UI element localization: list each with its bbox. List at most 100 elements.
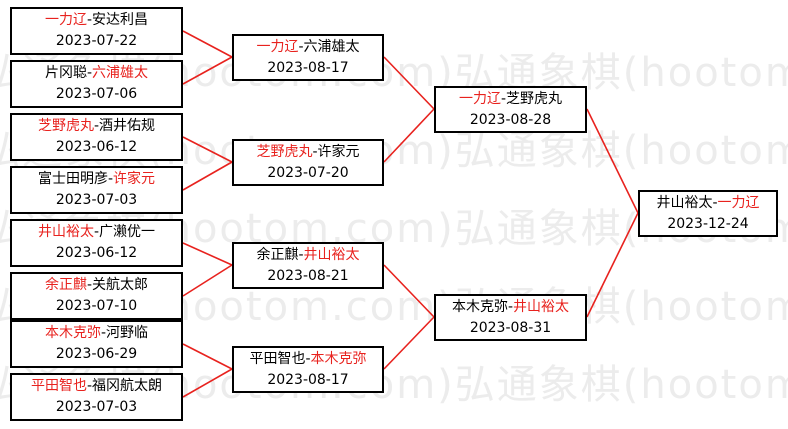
- player-1: 井山裕太: [37, 224, 94, 240]
- player-2: 安达利昌: [92, 12, 149, 28]
- player-1: 平田智也: [30, 378, 87, 394]
- match-box: 本木克弥-井山裕太 2023-08-31: [434, 294, 587, 341]
- separator: -: [86, 65, 93, 81]
- match-players: 本木克弥-井山裕太: [436, 297, 585, 318]
- connector-line: [182, 30, 233, 58]
- match-players: 芝野虎丸-酒井佑规: [12, 116, 181, 137]
- player-1: 本木克弥: [451, 299, 508, 315]
- player-2: 关航太郎: [92, 277, 149, 293]
- match-players: 井山裕太-广濑优一: [12, 222, 181, 243]
- connector-line: [383, 108, 435, 163]
- separator: -: [93, 118, 100, 134]
- separator: -: [298, 247, 304, 263]
- match-date: 2023-06-29: [55, 346, 138, 362]
- connector-line: [182, 368, 233, 398]
- separator: -: [507, 299, 514, 315]
- match-players: 本木克弥-河野临: [12, 323, 181, 344]
- connector-line: [182, 242, 233, 266]
- match-date: 2023-08-31: [469, 320, 552, 336]
- connector-line: [586, 108, 639, 214]
- player-1: 一力辽: [256, 39, 299, 55]
- separator: -: [500, 91, 507, 107]
- player-2: 酒井佑规: [99, 118, 156, 134]
- connector-line: [182, 136, 233, 163]
- match-box: 一力辽-芝野虎丸 2023-08-28: [434, 86, 587, 133]
- separator: -: [305, 351, 311, 367]
- player-2: 河野临: [106, 325, 149, 341]
- match-box: 平田智也-福冈航太朗 2023-07-03: [10, 373, 183, 421]
- player-1: 本木克弥: [44, 325, 101, 341]
- match-date: 2023-07-06: [55, 86, 138, 102]
- match-players: 一力辽-六浦雄太: [234, 37, 382, 58]
- match-players: 富士田明彦-许家元: [12, 169, 181, 190]
- match-date: 2023-12-24: [667, 216, 749, 232]
- player-1: 余正麒: [44, 277, 87, 293]
- player-2: 广濑优一: [99, 224, 156, 240]
- match-date: 2023-08-17: [267, 60, 349, 76]
- match-players: 余正麒-井山裕太: [234, 245, 382, 266]
- match-box-final: 井山裕太-一力辽 2023-12-24: [638, 190, 778, 237]
- match-box: 井山裕太-广濑优一 2023-06-12: [10, 219, 183, 267]
- player-1: 一力辽: [44, 12, 87, 28]
- match-box: 一力辽-安达利昌 2023-07-22: [10, 7, 183, 55]
- player-1: 一力辽: [458, 91, 501, 107]
- player-2: 本木克弥: [310, 351, 367, 367]
- match-box: 片冈聪-六浦雄太 2023-07-06: [10, 60, 183, 108]
- match-date: 2023-08-17: [267, 372, 349, 388]
- connector-line: [182, 56, 233, 85]
- player-2: 芝野虎丸: [506, 91, 563, 107]
- player-2: 许家元: [113, 171, 156, 187]
- separator: -: [107, 171, 114, 187]
- match-players: 平田智也-本木克弥: [234, 349, 382, 370]
- player-2: 井山裕太: [303, 247, 360, 263]
- player-1: 井山裕太: [656, 195, 713, 211]
- match-box: 余正麒-关航太郎 2023-07-10: [10, 272, 183, 320]
- separator: -: [312, 144, 318, 160]
- player-1: 余正麒: [256, 247, 299, 263]
- player-1: 平田智也: [249, 351, 306, 367]
- match-date: 2023-07-03: [55, 192, 138, 208]
- match-box: 芝野虎丸-许家元 2023-07-20: [232, 139, 384, 186]
- match-date: 2023-07-03: [55, 399, 138, 415]
- player-2: 一力辽: [717, 195, 760, 211]
- player-2: 六浦雄太: [92, 65, 149, 81]
- separator: -: [100, 325, 107, 341]
- player-1: 富士田明彦: [37, 171, 108, 187]
- player-2: 井山裕太: [513, 299, 570, 315]
- connector-line: [383, 264, 435, 318]
- connector-line: [182, 264, 233, 297]
- match-players: 一力辽-芝野虎丸: [436, 89, 585, 110]
- separator: -: [86, 277, 93, 293]
- match-date: 2023-07-10: [55, 298, 138, 314]
- match-date: 2023-07-20: [267, 165, 349, 181]
- match-box: 富士田明彦-许家元 2023-07-03: [10, 166, 183, 214]
- connector-line: [182, 161, 233, 191]
- match-date: 2023-08-28: [469, 112, 552, 128]
- match-date: 2023-06-12: [55, 139, 138, 155]
- match-players: 芝野虎丸-许家元: [234, 142, 382, 163]
- match-players: 一力辽-安达利昌: [12, 10, 181, 31]
- separator: -: [298, 39, 304, 55]
- player-1: 片冈聪: [44, 65, 87, 81]
- separator: -: [86, 378, 93, 394]
- player-2: 许家元: [317, 144, 360, 160]
- connector-line: [182, 343, 233, 370]
- match-date: 2023-07-22: [55, 33, 138, 49]
- match-players: 余正麒-关航太郎: [12, 275, 181, 296]
- connector-line: [383, 56, 435, 110]
- match-date: 2023-08-21: [267, 268, 349, 284]
- match-players: 井山裕太-一力辽: [640, 193, 776, 214]
- player-1: 芝野虎丸: [256, 144, 313, 160]
- separator: -: [93, 224, 100, 240]
- connector-line: [383, 316, 435, 370]
- match-box: 平田智也-本木克弥 2023-08-17: [232, 346, 384, 393]
- match-players: 平田智也-福冈航太朗: [12, 376, 181, 397]
- match-players: 片冈聪-六浦雄太: [12, 63, 181, 84]
- player-2: 福冈航太朗: [92, 378, 163, 394]
- player-2: 六浦雄太: [303, 39, 360, 55]
- player-1: 芝野虎丸: [37, 118, 94, 134]
- connector-line: [586, 212, 639, 318]
- separator: -: [86, 12, 93, 28]
